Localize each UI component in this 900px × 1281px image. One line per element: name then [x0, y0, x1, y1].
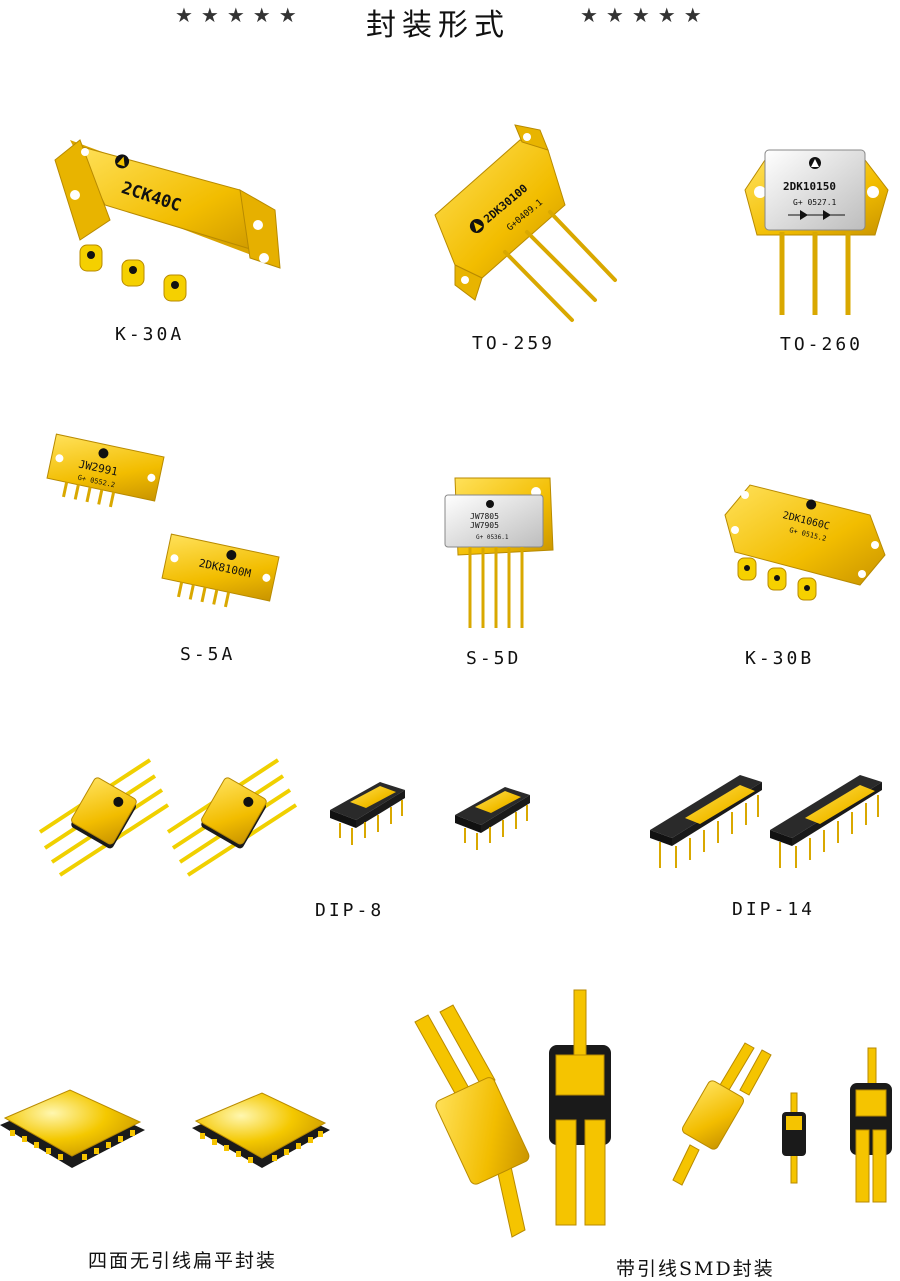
label-qfn: 四面无引线扁平封装 [88, 1250, 278, 1272]
label-to-259: TO-259 [472, 333, 556, 354]
to-259-package: 2DK30100 G+0409.1 [434, 124, 617, 322]
s-5d-marking-1: JW7805 [470, 512, 499, 521]
s-5d-code: G+ 0536.1 [476, 534, 509, 541]
label-smd-leaded: 带引线SMD封装 [616, 1258, 775, 1280]
smd-leaded-packages [414, 989, 892, 1238]
to-260-code: G+ 0527.1 [793, 198, 837, 207]
label-k-30a: K-30A [115, 324, 185, 345]
s-5d-marking-2: JW7905 [470, 521, 499, 530]
qfn-packages [0, 1089, 330, 1168]
dip-8-packages [38, 758, 530, 877]
label-s-5d: S-5D [466, 648, 522, 669]
label-dip-8: DIP-8 [315, 900, 385, 921]
stars-left: ★★★★★ [175, 3, 305, 27]
label-to-260: TO-260 [780, 334, 864, 355]
dip-14-packages [650, 775, 882, 868]
label-dip-14: DIP-14 [732, 899, 816, 920]
to-260-marking: 2DK10150 [783, 180, 836, 193]
s-5d-package: JW7805 JW7905 G+ 0536.1 [444, 477, 554, 628]
label-k-30b: K-30B [745, 648, 815, 669]
k-30a-package: 2CK40C [54, 139, 281, 302]
s-5a-package: JW2991 G+ 0552.2 2DK8100M [46, 433, 280, 608]
to-260-package: 2DK10150 G+ 0527.1 [744, 149, 889, 315]
k-30b-package: 2DK1060C G+ 0515.2 [724, 484, 886, 601]
stars-right: ★★★★★ [580, 3, 710, 27]
page-title: 封装形式 [366, 8, 510, 43]
label-s-5a: S-5A [180, 644, 236, 665]
header: ★★★★★ 封装形式 ★★★★★ [0, 0, 900, 43]
